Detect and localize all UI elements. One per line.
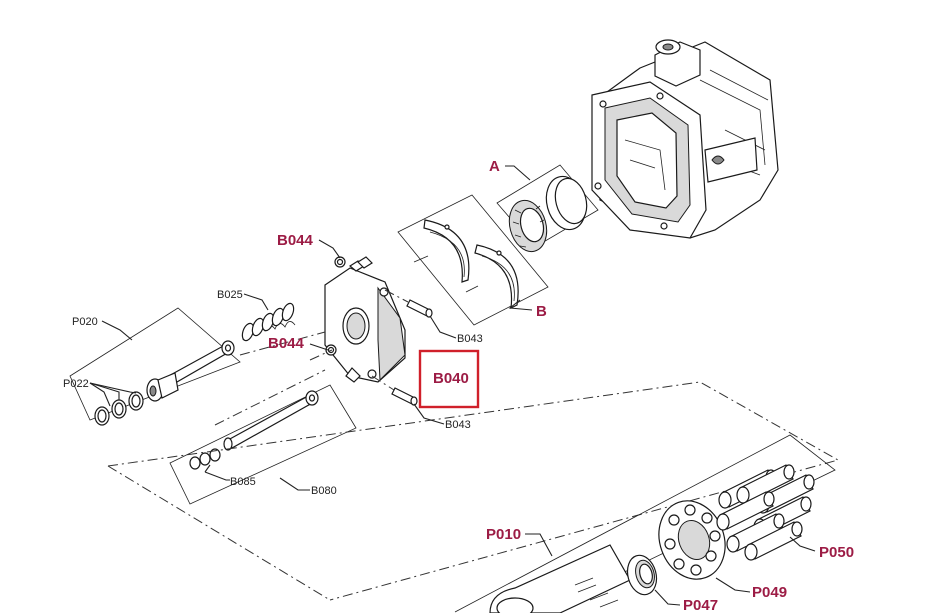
label-a: A <box>489 158 500 175</box>
pistons-p050[interactable] <box>716 464 815 561</box>
label-p050: P050 <box>819 544 854 561</box>
control-rod-b080-group[interactable] <box>169 384 357 505</box>
o-rings-b085[interactable] <box>189 448 221 470</box>
label-b044-mid: B044 <box>268 335 305 352</box>
label-p047: P047 <box>683 597 718 613</box>
label-b043-top: B043 <box>457 333 483 345</box>
label-p049: P049 <box>752 584 787 601</box>
port-plate-b040[interactable] <box>324 256 406 383</box>
assembly-guide-lines <box>107 331 840 601</box>
o-rings-p022[interactable] <box>94 391 144 426</box>
swashplate-bearing-b-group[interactable] <box>397 194 549 326</box>
bearing-a-group[interactable] <box>496 164 599 256</box>
pin-b043-bottom[interactable] <box>371 375 418 406</box>
pump-housing[interactable] <box>591 39 779 239</box>
label-b: B <box>536 303 547 320</box>
label-b085: B085 <box>230 476 256 488</box>
label-p020: P020 <box>72 316 98 328</box>
label-p022: P022 <box>63 378 89 390</box>
o-ring-b044-top[interactable] <box>334 256 346 268</box>
retaining-plate-p049[interactable] <box>648 491 736 588</box>
control-piston-p020-group[interactable] <box>69 307 241 421</box>
rotating-group-p010[interactable] <box>454 434 836 613</box>
b040-highlight-box <box>418 349 480 409</box>
leader-lines <box>89 165 816 606</box>
label-p010: P010 <box>486 526 521 543</box>
label-b043-bottom: B043 <box>445 419 471 431</box>
spring-b025[interactable] <box>240 302 296 342</box>
label-b040: B040 <box>433 370 469 387</box>
label-b025: B025 <box>217 289 243 301</box>
needle-bearing-p047[interactable] <box>623 552 660 598</box>
label-b080: B080 <box>311 485 337 497</box>
pin-b043-top[interactable] <box>384 289 433 318</box>
label-b044-top: B044 <box>277 232 314 249</box>
